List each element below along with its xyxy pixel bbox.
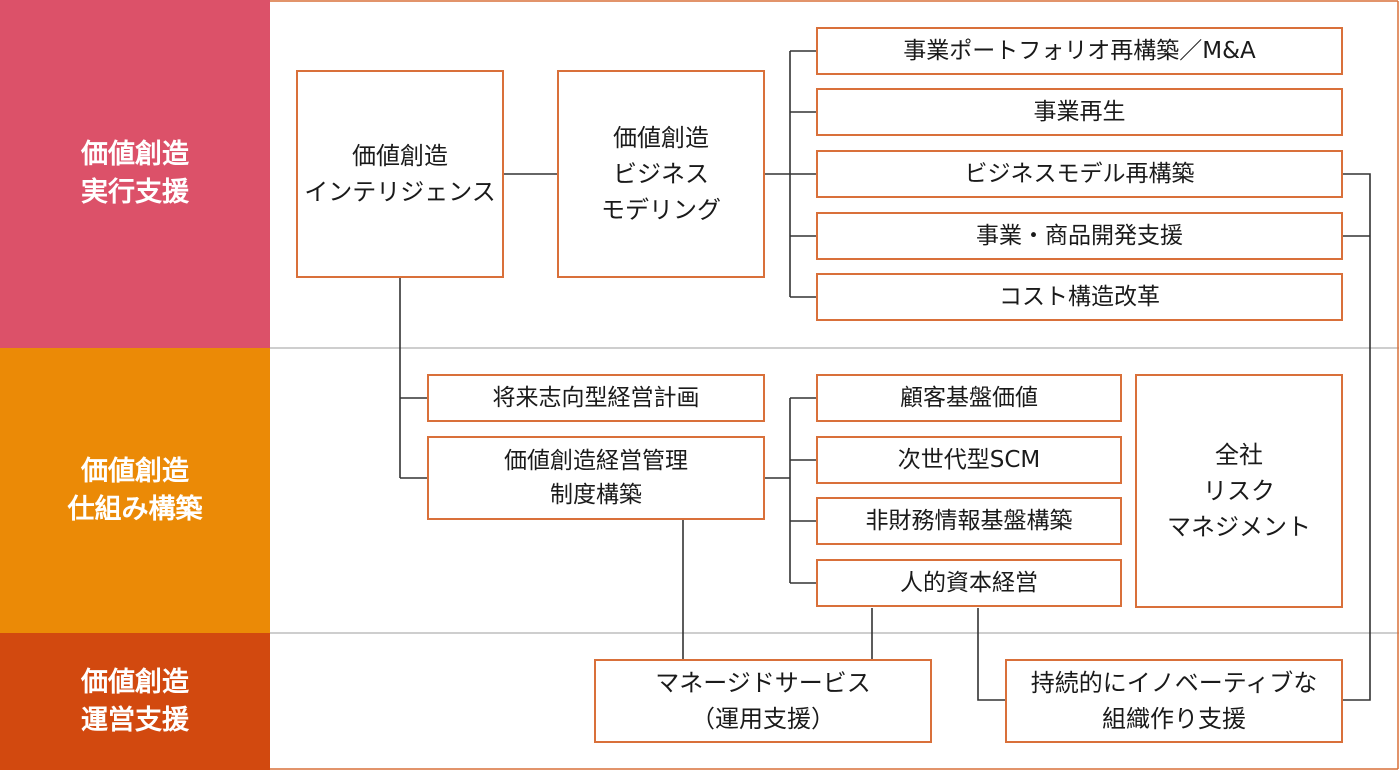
band-operation-support: 価値創造 運営支援	[0, 633, 270, 770]
cost-structure-reform-box: コスト構造改革	[816, 273, 1343, 321]
product-dev-support-box: 事業・商品開発支援	[816, 212, 1343, 260]
business-model-rebuild-box: ビジネスモデル再構築	[816, 150, 1343, 198]
managed-services-box: マネージドサービス （運用支援）	[594, 659, 932, 743]
innovative-org-box: 持続的にイノベーティブな 組織作り支援	[1005, 659, 1343, 743]
next-gen-scm-box: 次世代型SCM	[816, 436, 1122, 484]
non-financial-info-box: 非財務情報基盤構築	[816, 497, 1122, 545]
business-modeling-box: 価値創造 ビジネス モデリング	[557, 70, 765, 278]
customer-base-value-box: 顧客基盤価値	[816, 374, 1122, 422]
band-execution-support: 価値創造 実行支援	[0, 0, 270, 348]
future-oriented-plan-box: 将来志向型経営計画	[427, 374, 765, 422]
portfolio-restructuring-box: 事業ポートフォリオ再構築／M&A	[816, 27, 1343, 75]
connector-human-innovative	[977, 608, 1005, 701]
value-management-system-box: 価値創造経営管理 制度構築	[427, 436, 765, 520]
human-capital-box: 人的資本経営	[816, 559, 1122, 607]
value-intelligence-box: 価値創造 インテリジェンス	[296, 70, 504, 278]
enterprise-risk-box: 全社 リスク マネジメント	[1135, 374, 1343, 608]
connector-right-side	[1343, 173, 1371, 701]
band-system-building: 価値創造 仕組み構築	[0, 348, 270, 633]
business-revival-box: 事業再生	[816, 88, 1343, 136]
